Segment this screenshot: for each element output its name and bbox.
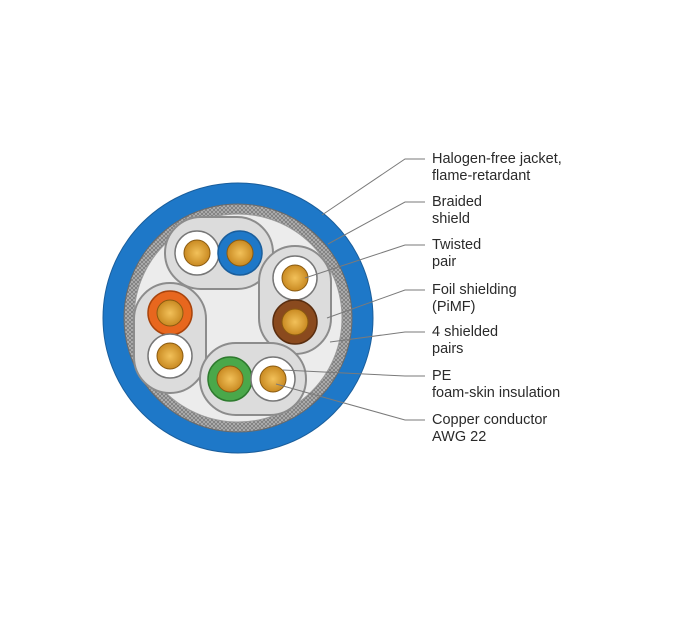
leader-line-shielded-pairs	[329, 331, 425, 343]
leader-line-braid	[327, 201, 425, 245]
leader-line-jacket	[321, 158, 425, 216]
leader-line-pe-insulation	[282, 369, 425, 377]
shielded-pair-top	[164, 216, 274, 290]
leader-line-foil	[326, 289, 425, 319]
leader-line-copper	[275, 383, 425, 421]
wire-brown	[272, 299, 318, 345]
wire-white	[174, 230, 220, 276]
leader-line-twisted-pair	[304, 244, 425, 279]
wire-white	[250, 356, 296, 402]
wire-green	[207, 356, 253, 402]
shielded-pair-left	[133, 282, 207, 394]
label-jacket: Halogen-free jacket,flame-retardant	[432, 151, 562, 184]
label-foil-shielding: Foil shielding(PiMF)	[432, 282, 517, 315]
shielded-pair-right	[258, 245, 332, 355]
wire-white	[147, 333, 193, 379]
wire-white	[272, 255, 318, 301]
shielded-pair-bottom	[199, 342, 307, 416]
wire-blue	[217, 230, 263, 276]
leader-lines	[275, 158, 425, 421]
wire-orange	[147, 290, 193, 336]
